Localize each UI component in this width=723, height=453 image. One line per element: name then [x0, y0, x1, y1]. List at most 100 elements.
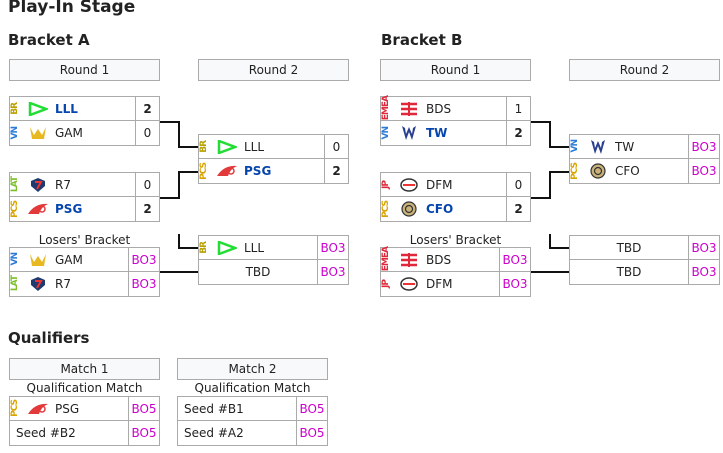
team-name[interactable]: BDS: [426, 252, 452, 267]
cfo-logo-icon: [587, 162, 609, 180]
score: 2: [135, 97, 159, 120]
format-badge: BO3: [128, 248, 159, 271]
bracket-a-losers-label: Losers' Bracket: [38, 233, 131, 247]
match-row[interactable]: Seed #A2 BO5: [177, 421, 328, 446]
connector-line: [178, 172, 180, 199]
match-row[interactable]: PCS PSG 2: [9, 197, 160, 222]
format-badge: BO3: [688, 236, 719, 259]
team-name[interactable]: PSG: [55, 202, 83, 216]
match-row[interactable]: VN TW 2: [380, 121, 531, 146]
page-title: Play-In Stage: [8, 0, 136, 17]
format-badge: BO3: [499, 272, 530, 296]
team-name[interactable]: LLL: [55, 101, 78, 116]
team-name[interactable]: TBD: [245, 265, 271, 279]
match-row[interactable]: JP DFM 0: [380, 172, 531, 197]
team-name[interactable]: TW: [426, 126, 448, 140]
format-badge: BO3: [317, 236, 348, 259]
bracket-a-r1-match2: LAT R7 0 PCS PSG 2: [9, 172, 160, 222]
bracket-a-title: Bracket A: [8, 31, 90, 49]
match-row[interactable]: LAT R7 0: [9, 172, 160, 197]
team-name[interactable]: CFO: [426, 202, 454, 216]
team-name[interactable]: LLL: [244, 240, 265, 255]
dfm-logo-icon: [398, 176, 420, 194]
lll-logo-icon: [216, 138, 238, 156]
match-row[interactable]: BR LLL 0: [198, 134, 349, 159]
team-name[interactable]: TBD: [616, 265, 642, 279]
match-row[interactable]: BR LLL BO3: [198, 235, 349, 260]
bracket-b-losers-label: Losers' Bracket: [409, 233, 502, 247]
match-row[interactable]: TBD BO3: [569, 260, 720, 285]
bds-logo-icon: [398, 100, 420, 118]
match-row[interactable]: VN GAM BO3: [9, 247, 160, 272]
team-name[interactable]: TW: [615, 139, 635, 154]
match-row[interactable]: PCS CFO 2: [380, 197, 531, 222]
score: 2: [135, 197, 159, 221]
bracket-a-r2-match1: BR LLL 0 PCS PSG 2: [198, 134, 349, 184]
bracket-b-round1-header: Round 1: [380, 59, 531, 81]
score: 1: [506, 97, 530, 120]
dfm-logo-icon: [398, 275, 420, 293]
team-name[interactable]: R7: [55, 177, 71, 192]
bracket-b-r1-match1: EMEA BDS 1 VN TW 2: [380, 96, 531, 146]
tw-logo-icon: [398, 124, 420, 142]
team-name[interactable]: GAM: [55, 252, 83, 267]
connector-line: [178, 171, 198, 173]
team-name[interactable]: BDS: [426, 101, 452, 116]
match-row[interactable]: Seed #B1 BO5: [177, 396, 328, 421]
region-tag: VN: [10, 126, 20, 140]
match-row[interactable]: Seed #B2 BO5: [9, 421, 160, 446]
format-badge: BO3: [688, 260, 719, 284]
bracket-b-losers-match: EMEA BDS BO3 JP DFM BO3: [380, 247, 531, 297]
bracket-a-r1-match1: BR LLL 2 VN GAM 0: [9, 96, 160, 146]
team-name[interactable]: DFM: [426, 277, 453, 291]
cfo-logo-icon: [398, 200, 420, 218]
match-row[interactable]: TBD BO3: [198, 260, 349, 285]
format-badge: BO5: [128, 421, 159, 445]
match-row[interactable]: EMEA BDS BO3: [380, 247, 531, 272]
connector-line: [178, 146, 198, 148]
team-name[interactable]: PSG: [55, 401, 80, 416]
match-row[interactable]: BR LLL 2: [9, 96, 160, 121]
connector-line: [160, 271, 198, 273]
region-tag: JP: [381, 180, 391, 189]
connector-line: [549, 171, 569, 173]
team-name[interactable]: CFO: [615, 164, 640, 178]
region-tag: EMEA: [381, 247, 391, 272]
region-tag: PCS: [10, 200, 20, 218]
connector-line: [549, 234, 551, 248]
match-row[interactable]: VN TW BO3: [569, 134, 720, 159]
team-name[interactable]: LLL: [244, 139, 265, 154]
format-badge: BO5: [128, 397, 159, 420]
team-name[interactable]: DFM: [426, 177, 453, 192]
region-tag: BR: [199, 241, 209, 254]
score: 2: [324, 159, 348, 183]
match-row[interactable]: PCS CFO BO3: [569, 159, 720, 184]
team-name[interactable]: TBD: [616, 240, 642, 255]
connector-line: [549, 172, 551, 199]
match-row[interactable]: TBD BO3: [569, 235, 720, 260]
team-name[interactable]: PSG: [244, 164, 272, 178]
score: 0: [324, 135, 348, 158]
lll-logo-icon: [216, 239, 238, 257]
match-row[interactable]: JP DFM BO3: [380, 272, 531, 297]
team-name[interactable]: GAM: [55, 126, 83, 140]
region-tag: BR: [199, 140, 209, 153]
region-tag: LAT: [10, 276, 20, 292]
match-row[interactable]: PCS PSG BO5: [9, 396, 160, 421]
region-tag: VN: [10, 253, 20, 266]
team-name[interactable]: Seed #A2: [184, 426, 244, 440]
bracket-a-round2-header: Round 2: [198, 59, 349, 81]
match-row[interactable]: LAT R7 BO3: [9, 272, 160, 297]
gam-logo-icon: [27, 251, 49, 269]
match-row[interactable]: EMEA BDS 1: [380, 96, 531, 121]
qualifiers-match1: PCS PSG BO5 Seed #B2 BO5: [9, 396, 160, 446]
qualifiers-match2: Seed #B1 BO5 Seed #A2 BO5: [177, 396, 328, 446]
team-name[interactable]: R7: [55, 277, 71, 291]
team-name[interactable]: Seed #B2: [16, 426, 76, 440]
match-row[interactable]: VN GAM 0: [9, 121, 160, 146]
region-tag: PCS: [381, 200, 391, 218]
team-name[interactable]: Seed #B1: [184, 401, 244, 416]
match-row[interactable]: PCS PSG 2: [198, 159, 349, 184]
psg-logo-icon: [216, 162, 238, 180]
r7-logo-icon: [27, 176, 49, 194]
